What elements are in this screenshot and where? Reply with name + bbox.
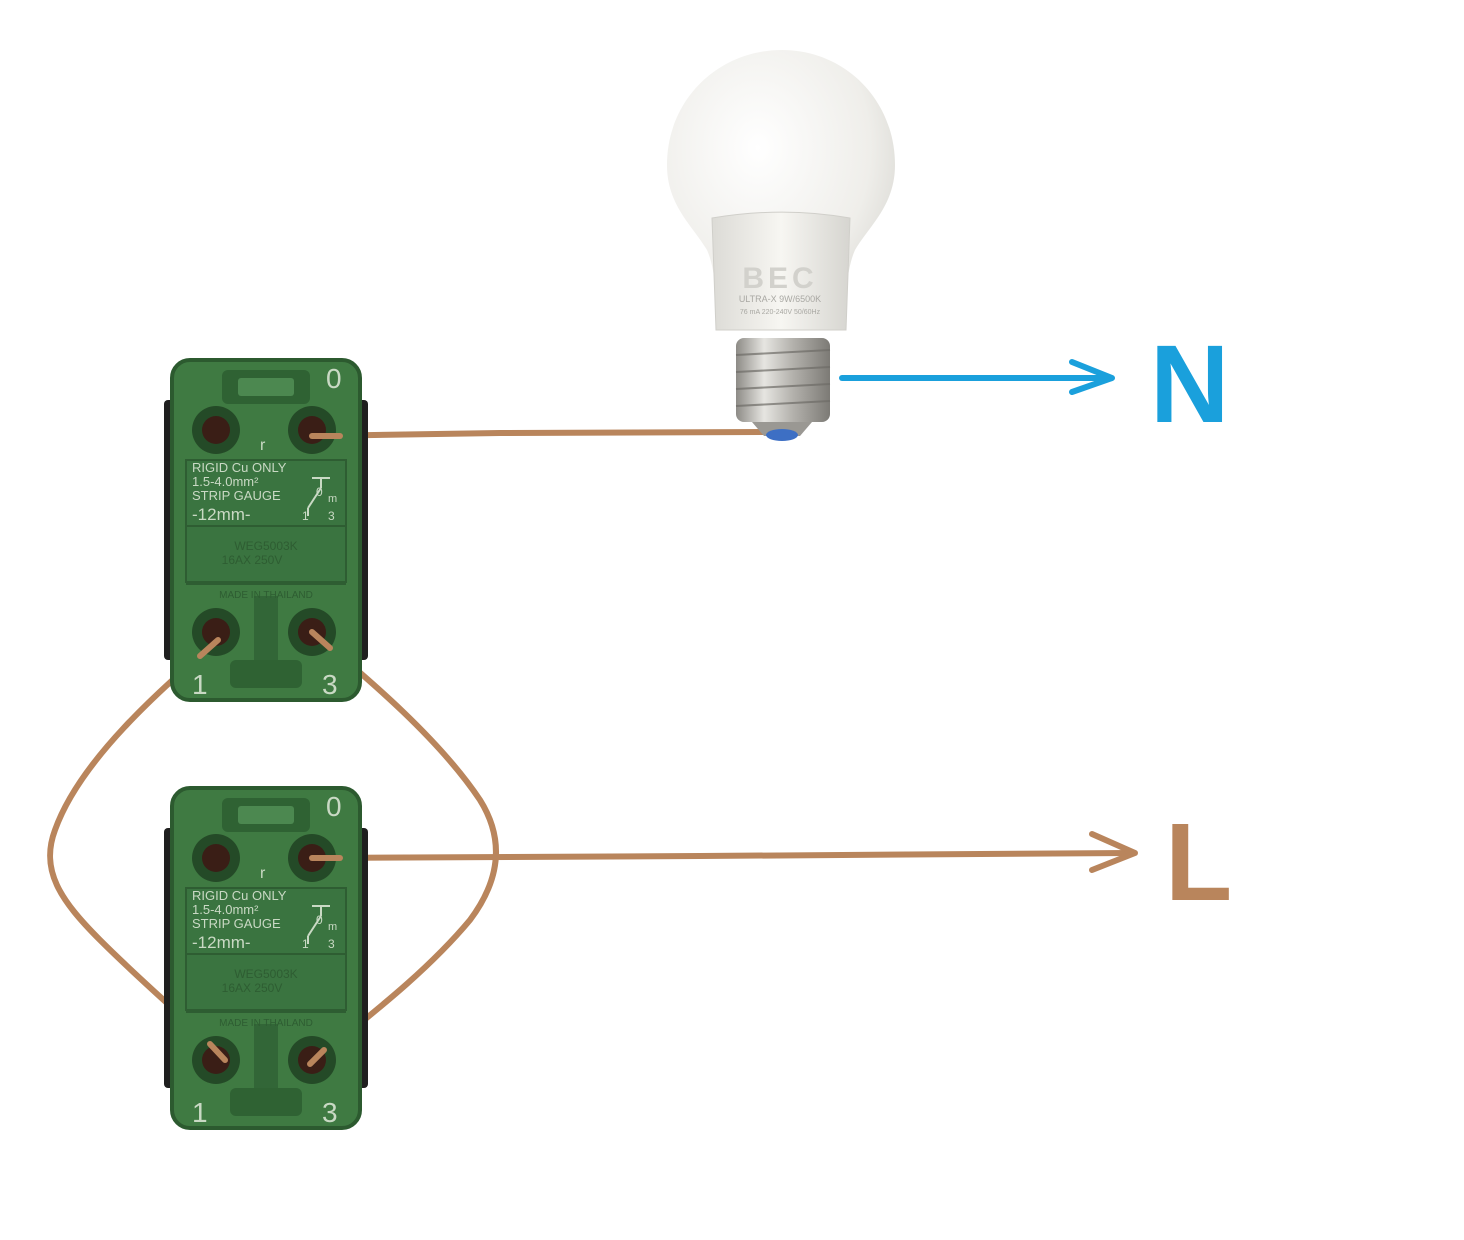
bulb-model: ULTRA-X 9W/6500K: [739, 294, 821, 304]
spec-line-3: STRIP GAUGE: [192, 916, 281, 931]
pos-m-label: m: [328, 493, 337, 505]
switch-rating: 16AX 250V: [222, 553, 283, 567]
neutral-label: N: [1150, 323, 1230, 446]
live-arrow-head: [1089, 831, 1138, 873]
light-bulb: BEC ULTRA-X 9W/6500K 76 mA 220-240V 50/6…: [667, 50, 895, 441]
made-in-label: MADE IN THAILAND: [219, 1018, 313, 1029]
pos-0-label: 0: [316, 913, 323, 927]
spec-line-1: RIGID Cu ONLY: [192, 888, 287, 903]
terminal-label-1: 1: [192, 1097, 208, 1128]
made-in-label: MADE IN THAILAND: [219, 590, 313, 601]
switch-2: 0 r RIGID Cu ONLY 1.5-4.0mm² STRIP GAUGE…: [162, 786, 370, 1130]
terminal-label-3: 3: [322, 669, 338, 700]
spec-line-2: 1.5-4.0mm²: [192, 902, 259, 917]
bulb-neck: [711, 211, 851, 331]
switch-1: 0 r RIGID Cu ONLY 1.5-4.0mm² STRIP GAUGE…: [162, 358, 370, 702]
switch-model: WEG5003K: [234, 967, 297, 981]
terminal-label-3: 3: [322, 1097, 338, 1128]
pos-3-label: 3: [328, 509, 335, 523]
bulb-contact: [766, 429, 798, 441]
bulb-base: [736, 338, 830, 422]
bulb-rating: 76 mA 220-240V 50/60Hz: [740, 309, 821, 316]
strip-gauge: -12mm-: [192, 933, 251, 952]
switch-model: WEG5003K: [234, 539, 297, 553]
terminal-label-0: 0: [326, 791, 342, 822]
switch-symbol-label: r: [260, 437, 266, 454]
pos-3-label: 3: [328, 937, 335, 951]
pos-1-label: 1: [302, 509, 309, 523]
pos-m-label: m: [328, 921, 337, 933]
neutral-arrow-head: [1069, 359, 1115, 395]
switch-symbol-label: r: [260, 865, 266, 882]
switch-rating: 16AX 250V: [222, 981, 283, 995]
spec-line-1: RIGID Cu ONLY: [192, 460, 287, 475]
spec-line-3: STRIP GAUGE: [192, 488, 281, 503]
spec-line-2: 1.5-4.0mm²: [192, 474, 259, 489]
pos-0-label: 0: [316, 485, 323, 499]
live-wire-to-bulb: [309, 429, 778, 439]
live-label: L: [1165, 801, 1233, 924]
wire-terminal-ends: [197, 433, 343, 1067]
live-wire-to-L: [309, 850, 1133, 861]
terminal-label-1: 1: [192, 669, 208, 700]
strip-gauge: -12mm-: [192, 505, 251, 524]
pos-1-label: 1: [302, 937, 309, 951]
bulb-brand: BEC: [742, 262, 817, 295]
terminal-label-0: 0: [326, 363, 342, 394]
